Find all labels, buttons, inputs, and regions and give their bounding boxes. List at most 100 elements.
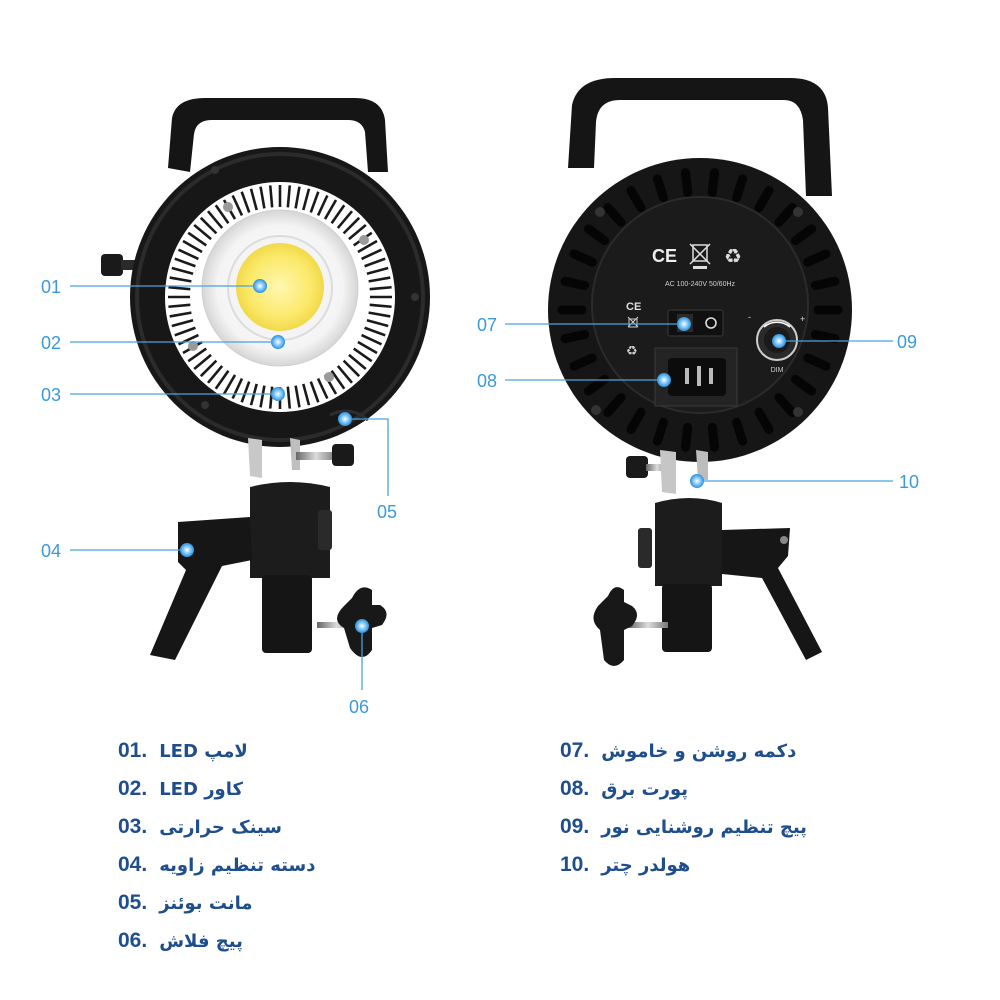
legend-number: 03.	[118, 815, 148, 838]
legend-item-02: 02. کاور LED	[118, 770, 418, 808]
legend-item-08: 08.پورت برق	[560, 770, 860, 808]
vent-slots	[557, 168, 843, 452]
heat-sink-fin	[309, 191, 320, 213]
vent-slot	[810, 276, 840, 290]
heat-sink-fin	[294, 385, 301, 408]
back-mount-block	[638, 498, 722, 652]
vent-slot	[583, 374, 610, 396]
heat-sink-fin	[187, 347, 208, 363]
heat-sink-fin	[182, 239, 203, 254]
heat-sink-fin	[199, 216, 218, 235]
vent-slot	[681, 168, 693, 198]
legend-item-07: 07.دکمه روشن و خاموش	[560, 732, 860, 770]
heat-sink-fin	[169, 276, 192, 283]
legend-item-04: 04. دسته تنظیم زاویه	[118, 846, 418, 884]
led-chip	[236, 243, 324, 331]
vent-slot	[810, 330, 840, 344]
heat-sink-fin	[302, 383, 311, 406]
legend-label: پورت برق	[601, 778, 689, 800]
heat-sink-fin	[316, 194, 329, 216]
legend-number: 04.	[118, 853, 148, 876]
callout-02: 02	[41, 333, 61, 353]
dim-minus: -	[748, 312, 751, 322]
legend-label: سینک حرارتی	[159, 816, 282, 838]
callout-numbers: 01 02 03 04 05 06 07 08 09 10	[41, 277, 919, 717]
vent-slot	[754, 185, 774, 213]
heat-sink-fin	[316, 378, 329, 400]
back-handle	[568, 78, 832, 196]
legend-item-03: 03. سینک حرارتی	[118, 808, 418, 846]
vent-slot	[803, 249, 831, 267]
legend-item-09: 09.پیچ تنظیم روشنایی نور	[560, 808, 860, 846]
heat-sink-fin	[199, 359, 218, 378]
legend-number: 05.	[118, 891, 148, 914]
vent-slot	[583, 224, 610, 246]
callout-08: 08	[477, 371, 497, 391]
heat-sink-fin	[369, 285, 392, 291]
heat-sink-fin	[240, 191, 251, 213]
heat-sink-fin	[366, 266, 389, 275]
heat-sink-fin	[361, 333, 383, 346]
heat-sink-fin	[368, 276, 391, 283]
vent-slot	[569, 249, 597, 267]
heat-sink-fin	[207, 365, 224, 384]
heat-sink-fin	[368, 311, 391, 318]
heat-sink-fin	[361, 248, 383, 261]
heat-sink-fin	[174, 326, 196, 337]
vent-slot	[603, 202, 626, 227]
heat-sink-fin	[369, 303, 392, 309]
heat-sink-fin	[171, 319, 194, 328]
dim-label: DIM	[771, 367, 784, 374]
angle-handle-left[interactable]	[150, 517, 252, 660]
vent-slot	[626, 407, 646, 435]
vent-slot	[790, 224, 817, 246]
heat-sink-fin	[193, 353, 212, 370]
ce-mark-top: CE	[652, 246, 677, 266]
heat-sink-fin	[177, 248, 199, 261]
back-yoke	[626, 450, 708, 494]
legend-number: 01.	[118, 739, 148, 762]
power-switch[interactable]	[667, 309, 724, 337]
legend-label: پیچ تنظیم روشنایی نور	[601, 816, 807, 838]
callout-07: 07	[477, 315, 497, 335]
vent-slot	[603, 393, 626, 418]
vent-slot	[731, 417, 748, 446]
heat-sink-fin	[364, 326, 386, 337]
heat-sink-fin	[240, 381, 251, 403]
ce-mark-small: CE	[626, 301, 641, 313]
legend-label: دسته تنظیم زاویه	[159, 854, 316, 876]
flash-screw[interactable]	[317, 587, 387, 658]
vent-slot	[681, 422, 693, 452]
legend-label: مانت بوئنز	[159, 892, 253, 914]
legend-label: کاور LED	[159, 778, 243, 800]
heat-sink-fin	[336, 210, 353, 229]
heat-sink-fin	[268, 185, 274, 208]
flash-screw-back[interactable]	[593, 587, 668, 666]
heat-sink-fin	[249, 188, 258, 211]
heat-sink-fin	[168, 285, 191, 291]
heat-sink-fin	[171, 266, 194, 275]
heat-sink-fin	[187, 231, 208, 247]
heat-sink-fin	[174, 257, 196, 268]
legend-label: دکمه روشن و خاموش	[601, 740, 797, 762]
vent-slot	[803, 353, 831, 371]
back-panel	[591, 196, 809, 414]
callout-09: 09	[897, 332, 917, 352]
legend-item-05: 05. مانت بوئنز	[118, 884, 418, 922]
angle-handle-right[interactable]	[722, 528, 822, 660]
heat-sink-fin	[222, 374, 237, 395]
vent-slot	[652, 417, 669, 446]
vent-slot	[790, 374, 817, 396]
vent-slot	[731, 174, 748, 203]
front-view-light	[101, 98, 430, 660]
recycle-icon: ♻	[724, 244, 742, 268]
legend-number: 06.	[118, 929, 148, 952]
vent-slot	[774, 393, 797, 418]
heat-sink-fin	[348, 224, 367, 241]
heat-sink-fin	[323, 199, 338, 220]
heat-sink-fin	[259, 385, 266, 408]
vent-slot	[707, 422, 719, 452]
heat-sink-fin	[231, 378, 244, 400]
legend-number: 02.	[118, 777, 148, 800]
side-lock-knob[interactable]	[101, 254, 135, 276]
